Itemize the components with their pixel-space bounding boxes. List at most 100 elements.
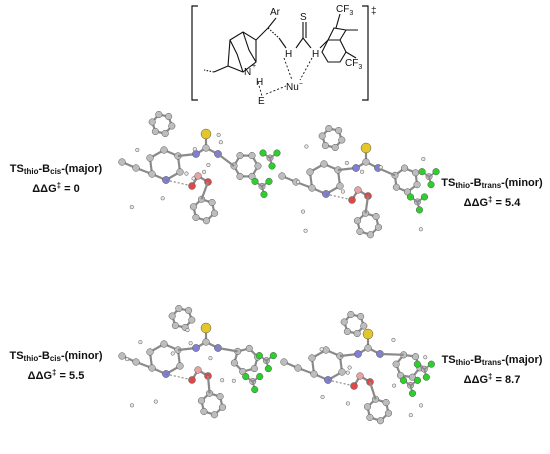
carbon-atom [189, 203, 198, 211]
carbon-atom [168, 122, 176, 130]
hydrogen-atom [206, 162, 211, 168]
carbon-atom [400, 164, 409, 172]
fluorine-atom [413, 376, 422, 384]
fluorine-atom [427, 181, 435, 189]
dagger-symbol: ‡ [371, 6, 377, 17]
hydrogen-atom [304, 144, 309, 149]
carbon-atom [168, 312, 176, 320]
carbon-atom [392, 183, 400, 191]
oxygen-atom [188, 376, 196, 384]
bis-cf3-phenyl-ring [319, 13, 358, 63]
sulfur-label: S [300, 12, 307, 23]
fluorine-atom [260, 190, 268, 198]
label-ts-trans-major: TSthio-Btrans-(major) ΔΔG‡ = 8.7 [436, 353, 548, 387]
hydrogen-atom [129, 403, 134, 408]
hydrogen-atom [184, 171, 189, 176]
hydrogen-atom [391, 337, 396, 342]
carbon-atom [151, 127, 159, 136]
carbon-atom [216, 392, 224, 401]
carbon-atom [132, 358, 140, 366]
hydrogen-atom [231, 378, 236, 383]
fluorine-atom [408, 389, 417, 397]
carbon-atom [364, 344, 372, 352]
hydrogen-atom [303, 228, 308, 233]
carbon-atom [185, 306, 193, 315]
carbon-atom [325, 124, 333, 133]
ts-label-line: TSthio-Btrans-(major) [441, 354, 543, 367]
hydrogen-bond-dashes [257, 57, 313, 97]
hydrogen-atom [408, 413, 413, 418]
carbon-atom [175, 304, 183, 313]
electrophile-label: E [258, 96, 265, 107]
ts-label-line: TSthio-Bcis-(minor) [9, 350, 103, 363]
carbon-atom [353, 329, 361, 338]
carbon-atom [384, 409, 393, 417]
carbon-atom [376, 417, 384, 425]
boron-atom [194, 172, 202, 180]
carbon-atom [357, 312, 365, 321]
carbon-atom [335, 126, 343, 135]
carbon-atom [161, 129, 169, 138]
boron-atom [356, 372, 364, 380]
carbon-atom [310, 370, 318, 378]
hydrogen-atom [340, 189, 345, 194]
hydrogen-atom [360, 169, 365, 174]
carbon-atom [366, 413, 374, 422]
ddg-line: ΔΔG‡ = 8.7 [463, 372, 521, 386]
carbon-atom [308, 354, 316, 362]
carbon-atom [148, 118, 156, 126]
carbon-atom [318, 132, 326, 140]
carbon-atom [362, 158, 370, 166]
cf3-right-label: CF3 [345, 58, 362, 71]
nh-right-label: H [312, 49, 319, 60]
oxygen-atom [188, 182, 196, 190]
ts-label-line: TSthio-Btrans-(minor) [441, 177, 543, 190]
carbon-atom [372, 212, 380, 221]
nucleophile-label: Nu− [286, 81, 303, 93]
hydrogen-atom [320, 394, 325, 400]
hydrogen-atom [192, 147, 197, 152]
right-bracket [362, 5, 369, 101]
carbon-atom [411, 353, 420, 361]
carbon-atom [320, 160, 328, 168]
fluorine-atom [432, 168, 440, 176]
thiourea-bonds [278, 22, 312, 49]
fluorine-atom [242, 372, 250, 381]
hydrogen-atom [220, 378, 225, 383]
carbon-atom [118, 352, 126, 360]
boron-atom [354, 186, 362, 194]
nh-left-label: H [285, 49, 292, 60]
carbon-atom [278, 172, 286, 180]
carbon-atom [202, 217, 210, 225]
carbon-atom [160, 340, 168, 348]
carbon-atom [118, 158, 126, 166]
sulfur-atom [200, 128, 212, 140]
carbon-atom [360, 322, 368, 330]
hydrogen-n: H [256, 77, 263, 88]
carbon-atom [148, 170, 156, 178]
fluorine-atom [399, 376, 408, 384]
fluorine-atom [265, 177, 273, 185]
fluorine-atom [420, 193, 429, 201]
carbon-atom [308, 184, 316, 192]
hydrogen-atom [202, 169, 207, 174]
bond [165, 373, 193, 381]
bond [379, 352, 404, 356]
bond [325, 193, 353, 201]
fluorine-atom [422, 373, 430, 381]
carbon-atom [366, 231, 374, 239]
carbon-atom [236, 152, 244, 160]
carbon-atom [321, 141, 329, 150]
carbon-atom [374, 223, 383, 231]
hydrogen-atom [125, 357, 130, 362]
carbon-atom [210, 411, 218, 419]
bond [327, 379, 355, 387]
hydrogen-atom [392, 383, 397, 388]
ball-and-stick-models [118, 110, 440, 425]
carbon-atom [210, 209, 219, 217]
aryl-group-label: Ar [270, 7, 281, 18]
carbon-atom [176, 362, 184, 370]
carbon-atom [176, 168, 184, 176]
carbon-atom [155, 110, 163, 119]
